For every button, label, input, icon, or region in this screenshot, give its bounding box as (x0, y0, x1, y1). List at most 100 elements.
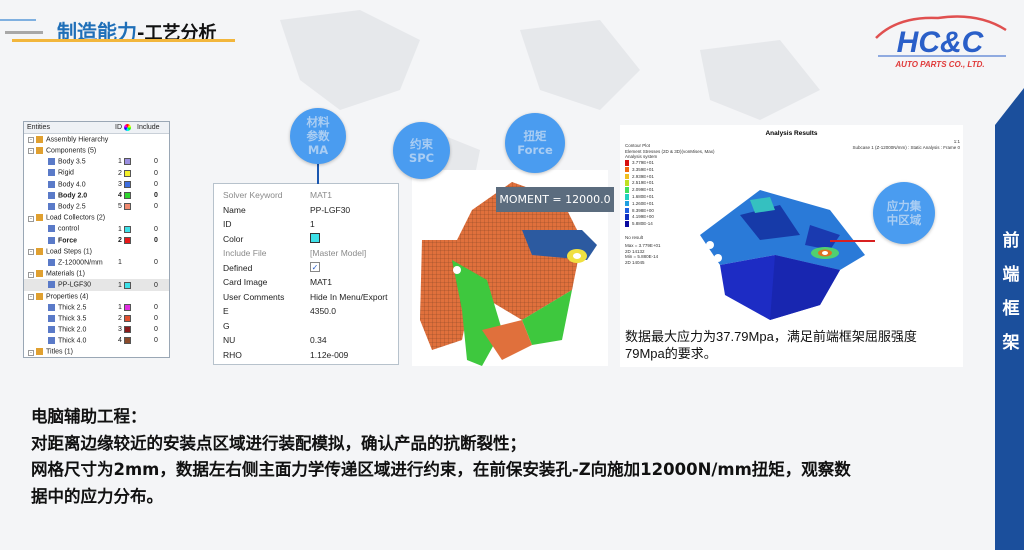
property-value[interactable]: 1.12e-009 (310, 349, 349, 360)
entity-icon (48, 281, 55, 289)
expand-icon[interactable]: - (28, 215, 34, 222)
color-swatch[interactable] (124, 303, 131, 311)
svg-text:HC&C: HC&C (897, 26, 985, 59)
bubble-text: 材料 参数 MA (306, 115, 330, 157)
tree-row[interactable]: -Materials (1) (24, 268, 169, 279)
tree-row-include: 0 (154, 281, 158, 289)
entity-icon (48, 169, 55, 177)
legend-color (625, 200, 629, 207)
tree-row-include: 0 (154, 326, 158, 334)
legend-color (625, 207, 629, 214)
tree-row[interactable]: -Titles (1) (24, 347, 169, 358)
color-swatch[interactable] (124, 326, 131, 334)
entity-icon (36, 270, 43, 278)
legend-value: 8.398E+00 (632, 207, 654, 213)
property-value[interactable]: [Master Model] (310, 248, 367, 258)
color-swatch[interactable] (124, 203, 131, 211)
color-swatch[interactable] (310, 232, 320, 243)
color-swatch[interactable] (124, 236, 131, 244)
expand-icon[interactable]: - (28, 349, 34, 356)
property-key: Solver Keyword (223, 190, 283, 200)
expand-icon[interactable]: - (28, 137, 34, 144)
tree-row-include: 0 (154, 158, 158, 166)
property-value[interactable]: 0.34 (310, 335, 327, 345)
contour-info: Contour Plot Element Stresses (2D & 3D)(… (625, 143, 715, 160)
tree-row[interactable]: -Properties (4) (24, 291, 169, 302)
company-logo: HC&C AUTO PARTS CO., LTD. (875, 15, 1007, 69)
tree-row-id: 1 (118, 281, 122, 289)
section-label-char: 框 (1002, 299, 1020, 319)
svg-text:AUTO PARTS CO., LTD.: AUTO PARTS CO., LTD. (894, 60, 984, 69)
expand-icon[interactable]: - (28, 293, 34, 300)
tree-row-include: 0 (154, 192, 158, 200)
entity-icon (48, 326, 55, 334)
color-swatch[interactable] (124, 315, 131, 323)
tree-row[interactable]: -Load Steps (1) (24, 246, 169, 257)
tree-row-label: PP-LGF30 (48, 281, 91, 289)
color-swatch[interactable] (124, 337, 131, 345)
bubble-text: 应力集 中区域 (886, 199, 922, 227)
tree-row-label: control (48, 225, 79, 233)
property-value[interactable]: MAT1 (310, 277, 333, 287)
color-swatch[interactable] (124, 281, 131, 289)
entity-icon (48, 158, 55, 166)
tree-row-label: Body 3.5 (48, 158, 86, 166)
property-value[interactable]: 4350.0 (310, 306, 336, 316)
color-swatch[interactable] (124, 169, 131, 177)
title-underline (12, 39, 235, 42)
col-entities: Entities (27, 124, 50, 131)
color-swatch[interactable] (124, 225, 131, 233)
defined-checkbox[interactable]: ✓ (310, 261, 320, 272)
description-text: 电脑辅助工程： 对距离边缘较近的安装点区域进行装配模拟，确认产品的抗断裂性； 网… (31, 404, 851, 510)
property-value[interactable]: Hide In Menu/Export (310, 291, 388, 302)
expand-icon[interactable]: - (28, 271, 34, 278)
color-swatch[interactable] (124, 192, 131, 200)
color-swatch[interactable] (124, 158, 131, 166)
tree-row-label: Body 2.5 (48, 203, 86, 210)
tree-row[interactable]: PP-LGF30 1 0 (24, 279, 169, 291)
bubble-constraint: 约束 SPC (393, 122, 450, 179)
bubble-stress: 应力集 中区域 (873, 182, 935, 244)
property-key: E (223, 306, 229, 316)
property-value[interactable]: 1 (310, 219, 315, 229)
legend-color (625, 194, 629, 200)
tree-row[interactable]: -Components (5) (24, 145, 169, 156)
legend-color (625, 187, 629, 193)
tree-row-id: 4 (118, 337, 122, 345)
bubble-material: 材料 参数 MA (290, 108, 346, 164)
property-value[interactable]: MAT1 (310, 190, 333, 200)
tree-row-label: -Assembly Hierarchy (28, 135, 108, 144)
entity-icon (36, 247, 43, 255)
entities-header: Entities ID Include (24, 122, 169, 134)
description-line: 电脑辅助工程： (31, 407, 147, 426)
entity-icon (48, 180, 55, 188)
stat-line: Min = 5.880E-14 (625, 254, 659, 259)
tree-row[interactable]: -Assembly Hierarchy (24, 134, 169, 145)
tree-row-id: 2 (118, 236, 122, 244)
property-row: Solver Keyword MAT1 (214, 187, 398, 202)
tree-row-label: Thick 2.5 (48, 303, 86, 311)
expand-icon[interactable]: - (28, 249, 34, 256)
property-value[interactable]: PP-LGF30 (310, 204, 351, 215)
color-swatch[interactable] (124, 180, 131, 188)
legend-value: 1.260E+01 (632, 200, 654, 206)
expand-icon[interactable]: - (28, 148, 34, 155)
tree-row[interactable]: -Load Collectors (2) (24, 212, 169, 223)
